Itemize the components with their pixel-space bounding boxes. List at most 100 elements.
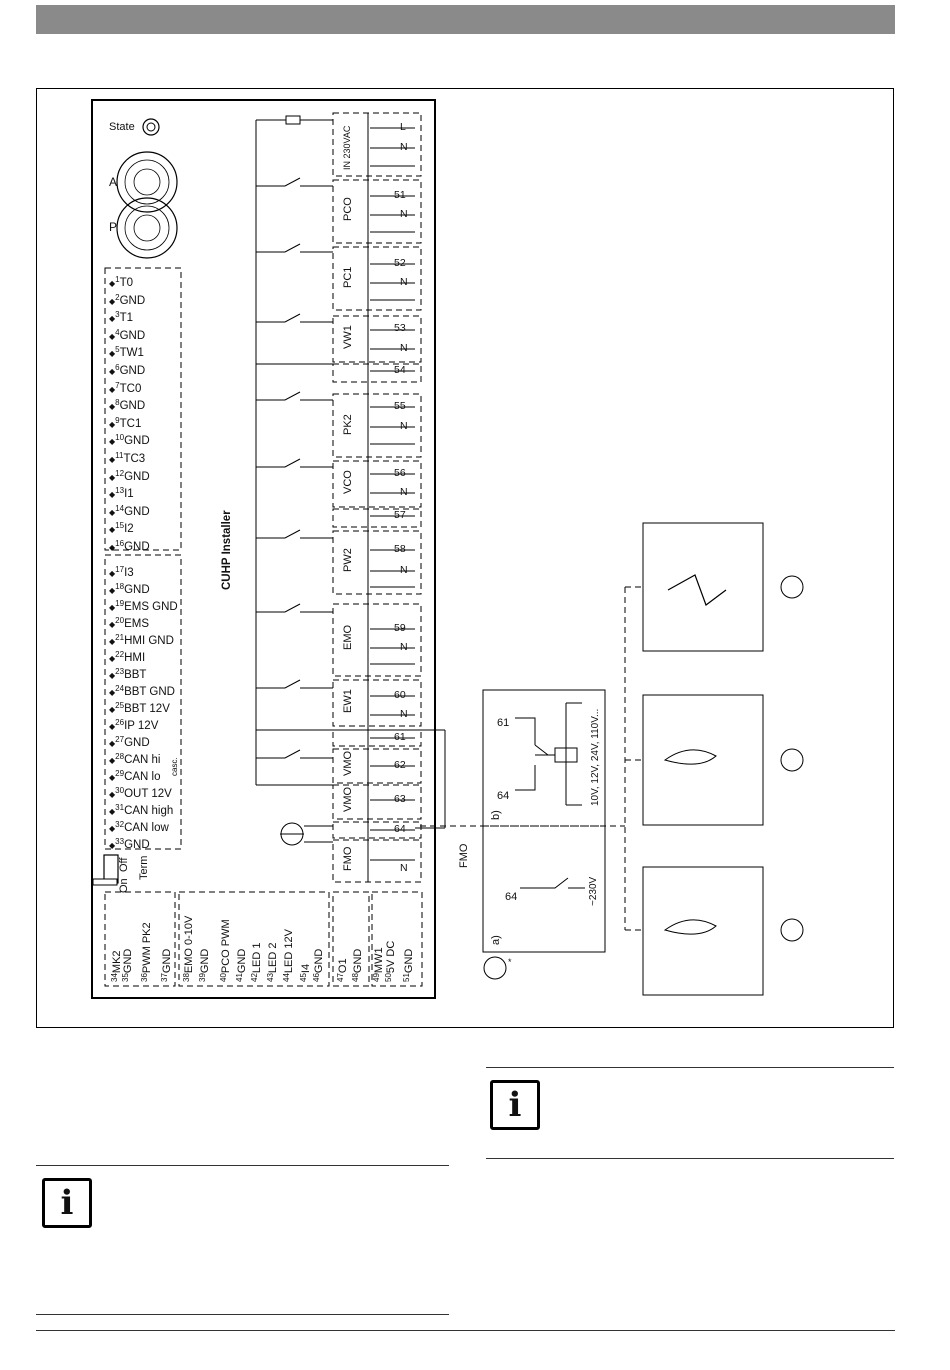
pin-2: ◆2GND <box>109 291 145 308</box>
pin-6: ◆6GND <box>109 361 145 378</box>
pin-37: 37GND <box>160 949 173 982</box>
screw-terminal-icon: ◆ <box>109 603 116 612</box>
note-rule-top-right <box>486 1067 894 1068</box>
terminal-number: N <box>400 641 408 653</box>
pin-number: 20 <box>115 616 125 625</box>
terminal-block-name: FMO <box>342 846 354 871</box>
relay-voltage-a: ~230V <box>588 876 599 906</box>
pin-8: ◆8GND <box>109 396 145 413</box>
pin-number: 3 <box>115 310 120 320</box>
terminal-number: 63 <box>394 793 406 805</box>
terminal-number: N <box>400 862 408 874</box>
pin-label: CAN hi <box>124 754 161 766</box>
rotary-switch-p-icon <box>116 197 178 259</box>
pin-4: ◆4GND <box>109 326 145 343</box>
pin-number: 45 <box>299 973 308 982</box>
screw-terminal-icon: ◆ <box>109 671 116 680</box>
state-label: State <box>109 121 135 133</box>
pin-label: BBT <box>124 669 147 681</box>
pin-32: ◆32CAN low <box>109 818 169 835</box>
pin-50: 505V DC <box>384 941 397 982</box>
pin-number: 27 <box>115 735 125 744</box>
relay-b-label: b) <box>490 810 502 820</box>
screw-terminal-icon: ◆ <box>109 279 116 288</box>
pin-21: ◆21HMI GND <box>109 631 174 648</box>
pin-46: 46GND <box>312 949 325 982</box>
pin-41: 41GND <box>235 949 248 982</box>
terminal-number: 56 <box>394 467 406 479</box>
screw-terminal-icon: ◆ <box>109 419 116 429</box>
pin-number: 25 <box>115 701 125 710</box>
pin-number: 42 <box>250 973 259 982</box>
burner-device-2-marker-icon <box>780 918 804 942</box>
pin-label: PWM PK2 <box>141 922 153 974</box>
pin-label: GND <box>122 948 134 974</box>
pin-36: 36PWM PK2 <box>140 922 153 982</box>
pin-label: GND <box>352 948 364 974</box>
pin-label: GND <box>199 948 211 974</box>
fmo-label: FMO <box>458 843 470 868</box>
pin-26: ◆26IP 12V <box>109 716 158 733</box>
pin-number: 40 <box>219 973 228 982</box>
right-terminal-strip <box>332 112 422 883</box>
relay-switch-a-icon <box>520 877 585 889</box>
pin-label: TC0 <box>119 382 142 395</box>
diagram-frame <box>36 88 894 1028</box>
terminal-block-name: PC1 <box>342 266 354 289</box>
pin-1: ◆1T0 <box>109 273 133 290</box>
burner-device-1-marker-icon <box>780 748 804 772</box>
pin-label: GND <box>236 948 248 974</box>
pin-number: 7 <box>115 380 120 390</box>
page-footer-rule <box>36 1330 895 1331</box>
pin-45: 45I4 <box>299 964 312 982</box>
note-rule-top-left <box>36 1165 449 1166</box>
pin-label: EMS <box>124 618 149 630</box>
pin-label: PCO PWM <box>220 919 232 974</box>
pin-15: ◆15I2 <box>109 519 134 536</box>
lightning-icon <box>667 574 727 606</box>
terminal-number: N <box>400 276 408 288</box>
terminal-block-name: PW2 <box>342 548 354 573</box>
pin-30: ◆30OUT 12V <box>109 784 172 801</box>
screw-terminal-icon: ◆ <box>109 384 116 394</box>
pin-12: ◆12GND <box>109 467 150 484</box>
pin-label: CAN low <box>124 822 169 834</box>
pin-label: GND <box>313 948 325 974</box>
pin-label: LED 2 <box>267 942 279 974</box>
bottom-connector-group-2 <box>178 891 330 987</box>
pin-number: 38 <box>182 973 191 982</box>
pin-number: 49 <box>372 973 381 982</box>
pin-16: ◆16GND <box>109 537 150 554</box>
pin-35: 35GND <box>121 949 134 982</box>
pin-label: 5V DC <box>385 940 397 974</box>
pin-number: 23 <box>115 667 125 676</box>
pin-27: ◆27GND <box>109 733 150 750</box>
pin-number: 28 <box>115 752 125 761</box>
pin-33: ◆33GND <box>109 835 150 852</box>
pin-label: LED 12V <box>283 929 295 974</box>
pin-number: 19 <box>115 599 125 608</box>
terminal-number: 64 <box>394 823 406 835</box>
pin-label: GND <box>124 541 150 553</box>
note-rule-bottom-right <box>486 1158 894 1159</box>
terminal-number: N <box>400 708 408 720</box>
screw-terminal-icon: ◆ <box>109 739 116 748</box>
pin-number: 8 <box>115 398 120 408</box>
pin-label: I1 <box>124 488 134 501</box>
terminal-block-name: VMO <box>342 786 354 812</box>
screw-terminal-icon: ◆ <box>109 331 116 341</box>
pin-number: 14 <box>115 503 125 513</box>
alarm-device-marker-icon <box>780 575 804 599</box>
pin-28: ◆28CAN hi <box>109 750 161 767</box>
screw-terminal-icon: ◆ <box>109 507 116 517</box>
pin-label: O1 <box>337 958 349 974</box>
left-connector-group-2 <box>104 554 182 850</box>
pin-23: ◆23BBT <box>109 665 146 682</box>
pin-number: 50 <box>384 973 393 982</box>
pin-number: 4 <box>115 327 120 337</box>
relay-module-box <box>482 689 606 953</box>
pin-38: 38EMO 0-10V <box>182 916 195 982</box>
terminal-block-name: PCO <box>342 197 354 222</box>
screw-terminal-icon: ◆ <box>109 525 116 535</box>
pin-number: 29 <box>115 769 125 778</box>
